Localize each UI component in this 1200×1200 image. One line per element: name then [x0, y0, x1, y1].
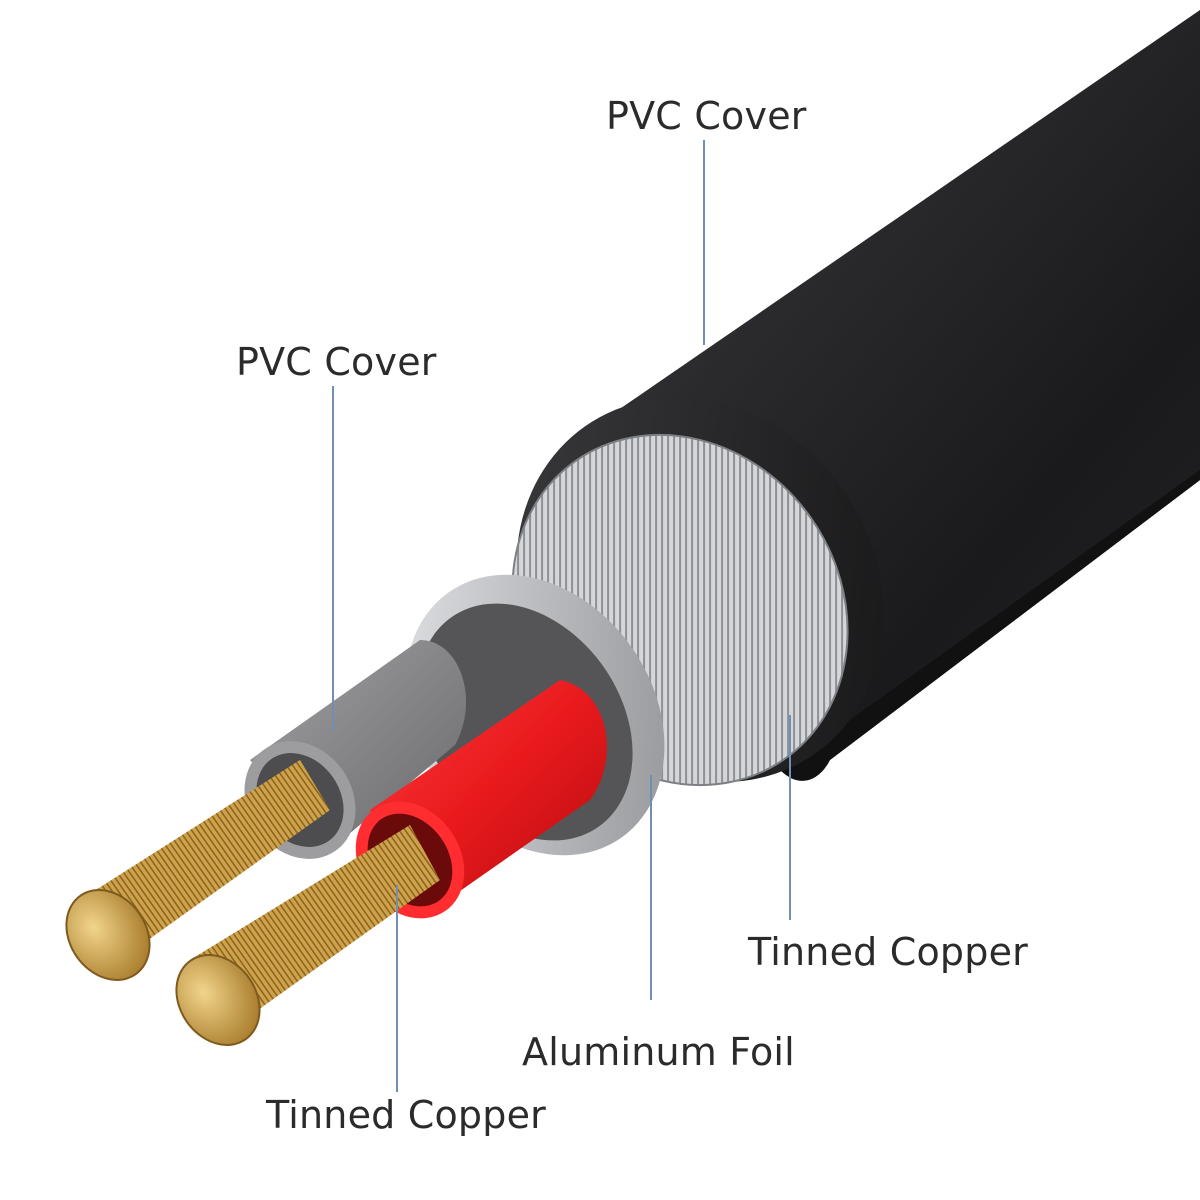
label-aluminum-foil: Aluminum Foil — [522, 1030, 795, 1074]
leader-lines — [332, 140, 791, 1092]
label-pvc-cover-inner: PVC Cover — [236, 340, 437, 384]
grey-insulated-conductor — [65, 640, 467, 981]
red-insulated-conductor — [175, 680, 607, 1046]
label-pvc-cover-outer: PVC Cover — [606, 94, 807, 138]
label-tinned-copper-braid: Tinned Copper — [748, 930, 1028, 974]
label-tinned-copper-core: Tinned Copper — [266, 1093, 546, 1137]
